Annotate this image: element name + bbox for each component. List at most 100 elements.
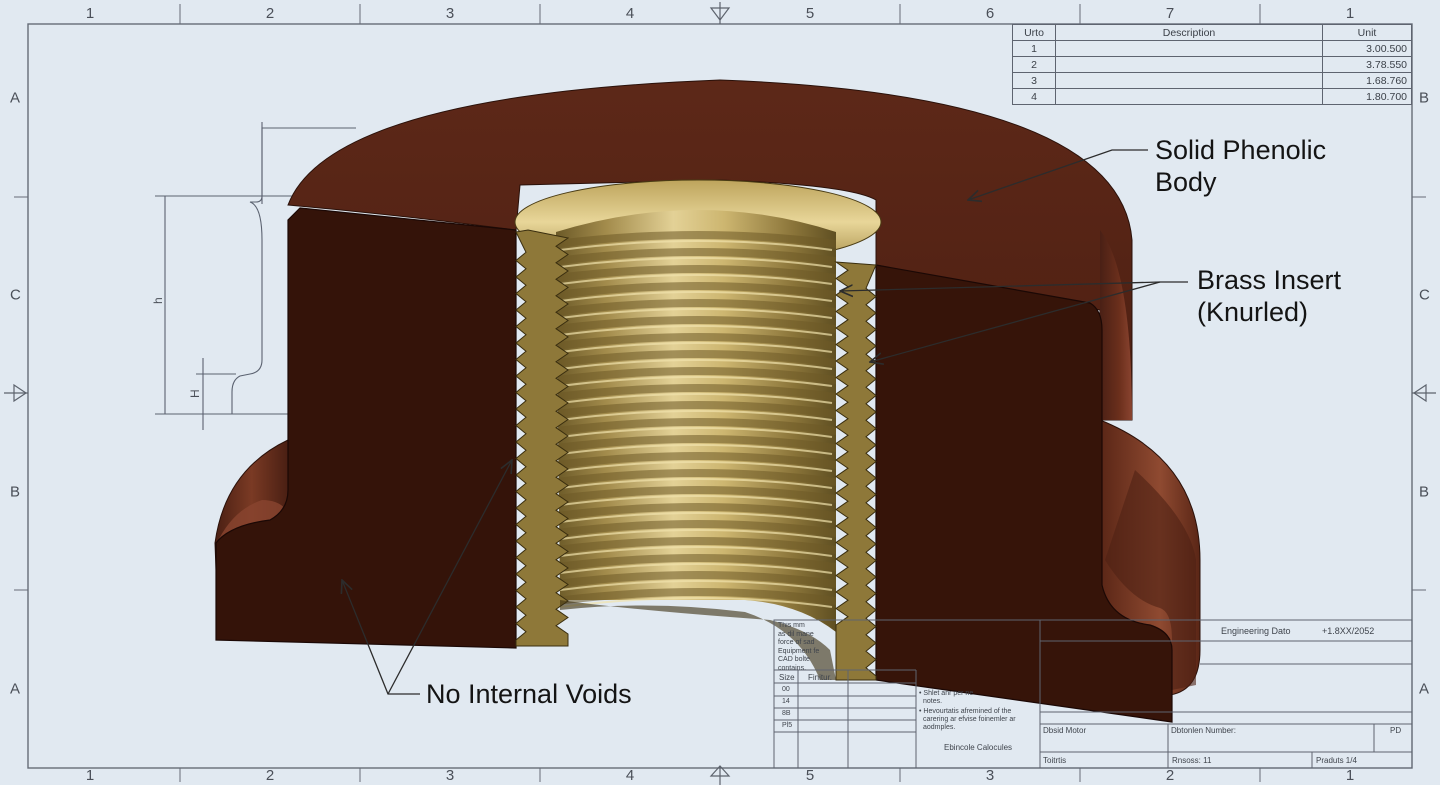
zone-top-7: 7 (1165, 5, 1175, 22)
zone-right-3: B (1419, 483, 1430, 501)
zone-top-3: 3 (445, 5, 455, 22)
leader-body (968, 149, 1148, 200)
internal-threads (556, 231, 836, 608)
zone-left-4: A (10, 680, 21, 698)
zone-right-1: B (1419, 89, 1430, 107)
zone-bottom-2: 2 (265, 767, 275, 784)
note-text-line: This mm (778, 622, 805, 629)
revision-table: Urto Description Unit 1 3.00.500 2 3.78.550… (1012, 24, 1412, 105)
callout-body-line1: Solid Phenolic (1155, 135, 1327, 165)
rev-header-num: Urto (1012, 24, 1056, 41)
callout-insert-line1: Brass Insert (1197, 265, 1342, 295)
note-text-line: as dil mane (778, 630, 814, 638)
callout-insert-line2: (Knurled) (1197, 297, 1309, 327)
rev-cell-unit: 3.78.550 (1322, 56, 1412, 73)
note-text-line: CAD bolte (778, 656, 810, 663)
drawing-number-label: Dbtonlen Number: (1171, 726, 1236, 735)
right-wall (1100, 230, 1132, 420)
zone-top-5: 5 (805, 5, 815, 22)
rev-row: 3 1.68.760 (1012, 72, 1412, 89)
size-row-value: 8B (782, 710, 791, 717)
zone-top-2: 2 (265, 5, 275, 22)
zone-bottom-7: 2 (1165, 767, 1175, 784)
callout-brass-insert: Brass Insert (Knurled) (1197, 264, 1341, 328)
rev-cell-unit: 1.80.700 (1322, 88, 1412, 105)
dim-label-H: H (188, 389, 202, 398)
note-line-1b: notes. (923, 698, 943, 705)
zone-top-4: 4 (625, 5, 635, 22)
callout-body-line2: Body (1155, 167, 1217, 197)
rev-cell-desc (1055, 88, 1323, 105)
zone-right-2: C (1419, 286, 1430, 304)
zone-bottom-1: 1 (85, 767, 95, 784)
note-line-1: • Shlet anr per ne (919, 690, 974, 697)
zone-ticks-side (14, 196, 1426, 591)
right-section (875, 264, 1173, 723)
zone-ticks-top (179, 4, 1261, 24)
leader-insert-2 (870, 281, 1161, 362)
profile-sketch (155, 122, 356, 430)
rev-row: 1 3.00.500 (1012, 40, 1412, 57)
rev-cell-num: 1 (1012, 40, 1056, 57)
finish-header: Finitur. (808, 673, 833, 682)
centering-marks (4, 2, 1436, 785)
rev-header-unit: Unit (1322, 24, 1412, 41)
top-face (287, 79, 1133, 421)
rev-label: PD (1390, 726, 1402, 735)
zone-ticks-bottom (179, 768, 1261, 782)
leader-voids-2 (387, 460, 512, 695)
part-label: Dbsid Motor (1043, 726, 1087, 735)
insert-section-left (515, 229, 570, 647)
rev-cell-desc (1055, 56, 1323, 73)
rev-cell-num: 2 (1012, 56, 1056, 73)
note-text-line: Equipment fe (778, 647, 820, 655)
rev-cell-desc (1055, 40, 1323, 57)
zone-top-6: 6 (985, 5, 995, 22)
zone-left-1: A (10, 89, 21, 107)
rev-cell-unit: 3.00.500 (1322, 40, 1412, 57)
rev-row: 2 3.78.550 (1012, 56, 1412, 73)
bottom-left-label: Toitrtis (1043, 756, 1067, 765)
zone-bottom-5: 5 (805, 767, 815, 784)
leader-lines (342, 149, 1188, 695)
note-line-2: • Hevourtatis afremined of the (919, 708, 1012, 715)
note-line-2b: carering ar efvise foinemler ar (923, 716, 1016, 723)
bottom-right-label: Praduts 1/4 (1316, 756, 1357, 765)
eng-data-label: Engineering Dato (1221, 626, 1291, 636)
phenolic-body (214, 79, 1201, 723)
rev-row: 4 1.80.700 (1012, 88, 1412, 105)
rev-cell-unit: 1.68.760 (1322, 72, 1412, 89)
size-row-value: 14 (782, 698, 790, 705)
zone-bottom-4: 4 (625, 767, 635, 784)
size-header: Size (779, 673, 795, 682)
note-text-line: contains. (778, 664, 807, 672)
zone-bottom-3: 3 (445, 767, 455, 784)
footer-note: Ebincole Calocules (944, 743, 1013, 752)
rev-cell-desc (1055, 72, 1323, 89)
size-row-value: Pl5 (782, 722, 793, 729)
zone-top-8: 1 (1345, 5, 1355, 22)
size-row-value: 00 (782, 686, 790, 693)
rev-cell-num: 3 (1012, 72, 1056, 89)
title-block-lines (773, 619, 1413, 769)
rev-cell-num: 4 (1012, 88, 1056, 105)
left-section (215, 207, 517, 649)
zone-right-4: A (1419, 680, 1430, 698)
callout-phenolic-body: Solid Phenolic Body (1155, 134, 1326, 198)
callout-no-voids: No Internal Voids (426, 679, 632, 709)
brass-insert (514, 179, 882, 681)
zone-left-3: B (10, 483, 21, 501)
insert-section-right (834, 261, 877, 681)
dim-label-h: h (151, 297, 165, 304)
eng-data-value: +1.8XX/2052 (1322, 626, 1375, 636)
note-line-2c: aodmples. (923, 724, 956, 731)
zone-bottom-8: 1 (1345, 767, 1355, 784)
zone-top-1: 1 (85, 5, 95, 22)
bottom-mid-label: Rnsoss: 11 (1172, 756, 1212, 765)
note-text-line: force of sad (778, 639, 815, 646)
zone-bottom-6: 3 (985, 767, 995, 784)
rev-header-desc: Description (1055, 24, 1323, 41)
